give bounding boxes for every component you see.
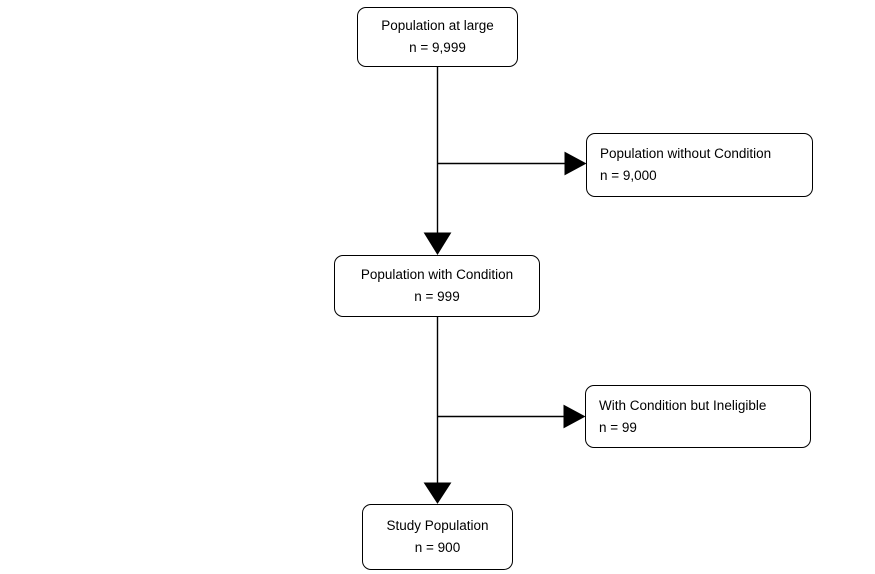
node-study-population: Study Population n = 900: [362, 504, 513, 570]
node-population-with-condition: Population with Condition n = 999: [334, 255, 540, 317]
node-count: n = 999: [414, 289, 460, 304]
node-population-at-large: Population at large n = 9,999: [357, 7, 518, 67]
node-count: n = 9,000: [600, 168, 657, 183]
arrowhead-down-bottom-icon: [423, 482, 452, 504]
node-count: n = 900: [414, 540, 461, 555]
node-label: Population without Condition: [600, 146, 772, 161]
node-population-without-condition: Population without Condition n = 9,000: [586, 133, 813, 197]
arrowhead-right-ineligible-icon: [563, 404, 586, 429]
node-label: Population with Condition: [360, 267, 514, 282]
arrowhead-right-without-condition-icon: [564, 151, 587, 176]
node-with-condition-but-ineligible: With Condition but Ineligible n = 99: [585, 385, 811, 448]
node-label: Population at large: [381, 18, 494, 33]
arrowhead-down-middle-icon: [423, 232, 452, 255]
node-count: n = 9,999: [409, 40, 466, 55]
node-label: Study Population: [386, 518, 489, 533]
node-label: With Condition but Ineligible: [599, 397, 767, 413]
node-count: n = 99: [599, 419, 637, 435]
